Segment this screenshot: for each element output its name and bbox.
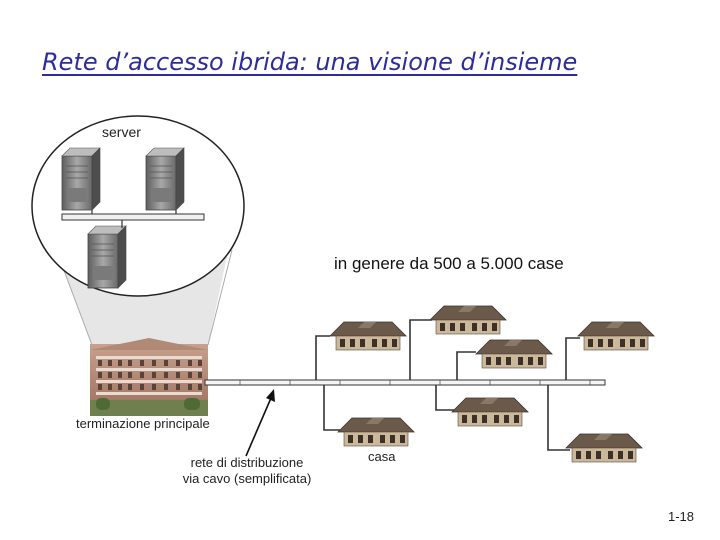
house-icon-7: [566, 434, 642, 462]
server-icon-3: [88, 226, 126, 288]
house-icon-4: [578, 322, 654, 350]
headend-building-icon: [90, 338, 208, 416]
distribution-network-label: rete di distribuzione via cavo (semplifi…: [176, 455, 318, 487]
headend-label: terminazione principale: [76, 416, 210, 431]
house-icon-3: [476, 340, 552, 368]
pointer-arrow: [246, 398, 271, 456]
distribution-label-line-1: rete di distribuzione: [176, 455, 318, 471]
home-label: casa: [368, 449, 395, 464]
distribution-label-line-2: via cavo (semplificata): [176, 471, 318, 487]
server-icon-2: [146, 148, 184, 210]
homes-count-label: in genere da 500 a 5.000 case: [334, 254, 564, 274]
server-icon-1: [62, 148, 100, 210]
house-icon-1: [330, 322, 406, 350]
house-icon-6: [452, 398, 528, 426]
server-lan-bus: [62, 214, 204, 220]
main-cable-bus: [205, 380, 605, 385]
server-label: server: [102, 124, 141, 140]
page-number: 1-18: [668, 509, 694, 524]
house-icon-2: [430, 306, 506, 334]
house-icon-5: [338, 418, 414, 446]
